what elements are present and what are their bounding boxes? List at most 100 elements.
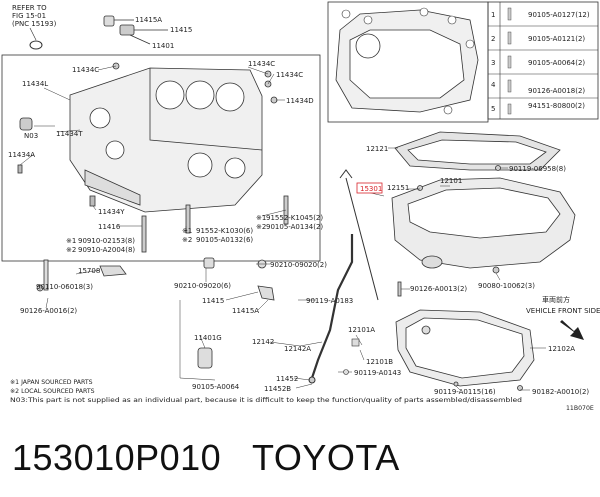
gasket-12101a-icon [351,338,360,347]
bolt-legend-table: 1 90105-A0127(12) 2 90105-A0121(2) 3 901… [487,1,599,120]
label-90105-a0132: 90105-A0132(6) [196,236,253,244]
label-11415a-b: 11415A [232,307,259,315]
sensor-11415-icon [119,24,135,36]
block-port-3 [187,152,213,178]
cylinder-block-drawing [17,62,289,253]
label-90119-a0143: 90119-A0143 [354,369,401,377]
note-japan-sourced: ※1 JAPAN SOURCED PARTS [10,379,93,386]
label-12151: 12151 [387,184,409,192]
legend-frame [487,1,599,120]
label-12142: 12142 [252,338,274,346]
label-90119-06958: 90119-06958(8) [509,165,566,173]
label-n03: N03 [24,132,38,140]
figure-code: 11B070E [566,405,594,412]
seal-ring-icon [29,40,43,50]
label-11401: 11401 [152,42,174,50]
mark-s1-b: ※1 [256,214,266,222]
seal-12151-icon [417,185,423,191]
mark-s2-b: ※2 [256,223,266,231]
dipstick-handle-icon [339,169,353,179]
legend-index: 1 [491,11,495,19]
legend-row: 2 90105-A0121(2) [491,31,585,45]
top-parts [103,15,168,45]
label-12142a: 12142A [284,345,311,353]
label-90080-10062: 90080-10062(3) [478,282,535,290]
label-90105-a0134: 90105-A0134(2) [266,223,323,231]
pan-boss [421,255,443,269]
legend-part-number: 90105-A0064(2) [528,59,585,67]
leader-11401 [129,34,151,45]
dipstick-rod [345,177,379,301]
note-n03: N03:This part is not supplied as an indi… [10,397,522,404]
label-11434d: 11434D [286,97,314,105]
mark-s1-a: ※1 [182,227,192,235]
plug-90182-icon [517,385,523,391]
label-11415a: 11415A [135,16,162,24]
gasket-90210-b-icon [203,257,215,269]
pin-11434a-icon [17,164,23,174]
bolt-90119-a0115-icon [453,381,459,387]
legend-index: 3 [491,59,495,67]
mark-s2-a: ※2 [182,236,192,244]
label-90910-02153: 90910-02153(8) [78,237,135,245]
label-12121: 12121 [366,145,388,153]
parts-diagram: REFER TO FIG 15-01 (PNC 15193) 11415A 11… [1,1,600,412]
label-90105-a0064-b: 90105-A0064 [192,383,240,391]
refer-note-line-1: REFER TO [12,4,47,12]
bracket-15708-icon [99,265,127,277]
plug-n03-icon [19,117,33,131]
label-11452: 11452 [276,375,298,383]
timing-cover-port [355,33,381,59]
label-11415: 11415 [170,26,192,34]
label-11401g: 11401G [194,334,222,342]
lower-oil-pan-drawing [395,309,535,391]
block-port-4 [224,157,246,179]
dipstick-drawing [308,169,379,384]
sensor-11415-b-icon [257,285,275,301]
label-12101: 12101 [440,177,462,185]
label-90110-06018: 90110-06018(3) [36,283,93,291]
cylinder-bore-1 [155,80,185,110]
legend-index: 4 [491,81,496,89]
mark-s1-c: ※1 [66,237,76,245]
block-skirt [84,169,141,206]
stud-icon [507,79,512,93]
label-90126-a0016: 90126-A0016(2) [20,307,77,315]
legend-part-number: 90105-A0121(2) [528,35,585,43]
block-group-frame [1,54,321,262]
legend-index: 5 [491,105,495,113]
bolt-icon [507,55,512,69]
refer-note-line-3: (PNC 15193) [12,20,57,28]
label-15708: 15708 [78,267,100,275]
label-90126-a0013: 90126-A0013(2) [410,285,467,293]
label-15301: 15301 [360,185,382,193]
timing-cover-callouts [341,7,475,115]
vehicle-front-label-jp: 車両前方 [542,295,570,304]
note-local-sourced: ※2 LOCAL SOURCED PARTS [10,388,95,395]
bolt-90910-icon [141,215,147,253]
block-edge [149,68,263,151]
block-leaders [19,65,287,233]
legend-part-number: 94151-80800(2) [528,102,585,110]
pin-11434y-icon [89,195,96,207]
cylinder-bore-3 [215,82,245,112]
legend-part-number: 90126-A0018(2) [528,87,585,95]
oil-pan-gasket-drawing [388,131,561,171]
legend-row: 5 94151-80800(2) [491,102,585,115]
bolt-90119-06958-icon [495,165,501,171]
label-11434t: 11434T [56,130,83,138]
cylinder-bore-2 [185,80,215,110]
label-90119-a0115: 90119-A0115(16) [434,388,496,396]
lower-left-parts [36,257,275,369]
label-90182-a0010: 90182-A0010(2) [532,388,589,396]
timing-cover-drawing [335,9,479,113]
bolt-90119-a0143-icon [343,369,349,375]
label-12101b: 12101B [366,358,393,366]
dipstick-guide-tube [310,234,354,379]
bolt-icon [507,31,512,45]
label-11452b: 11452B [264,385,291,393]
label-90119-a0183: 90119-A0183 [306,297,353,305]
bolt-91552-k1030-icon [185,204,191,234]
legend-part-number: 90105-A0127(12) [528,11,590,19]
refer-note: REFER TO FIG 15-01 (PNC 15193) [12,4,57,50]
